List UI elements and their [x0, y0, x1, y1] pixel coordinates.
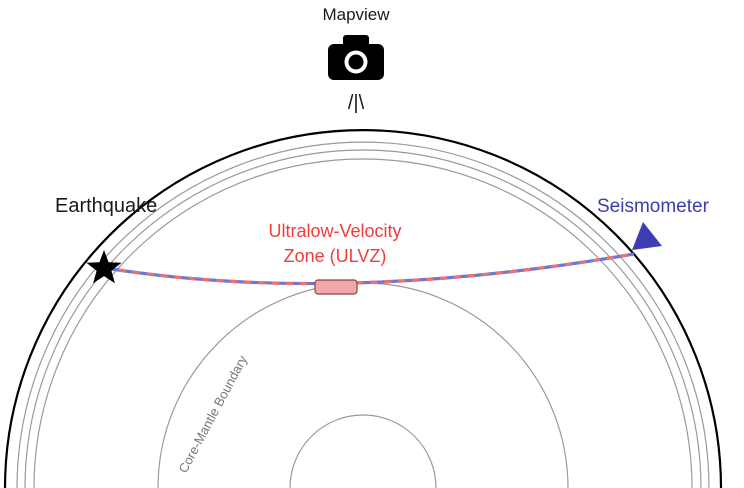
earth-surface: [3, 128, 723, 488]
view-rays-glyph: /|\: [348, 92, 365, 114]
ulvz-label-line2: Zone (ULVZ): [284, 246, 387, 266]
mapview-label: Mapview: [322, 5, 390, 24]
inner-core: [289, 414, 437, 488]
seismometer-label: Seismometer: [597, 196, 710, 217]
mantle-shells: [16, 141, 710, 488]
camera-icon: [328, 35, 384, 80]
ulvz-label-line1: Ultralow-Velocity: [268, 221, 401, 241]
earthquake-label: Earthquake: [55, 195, 157, 217]
cmb-label: Core-Mantle Boundary: [175, 352, 250, 475]
triangle-icon: [632, 222, 662, 250]
star-icon: [86, 250, 122, 284]
ulvz-patch: [314, 279, 358, 295]
